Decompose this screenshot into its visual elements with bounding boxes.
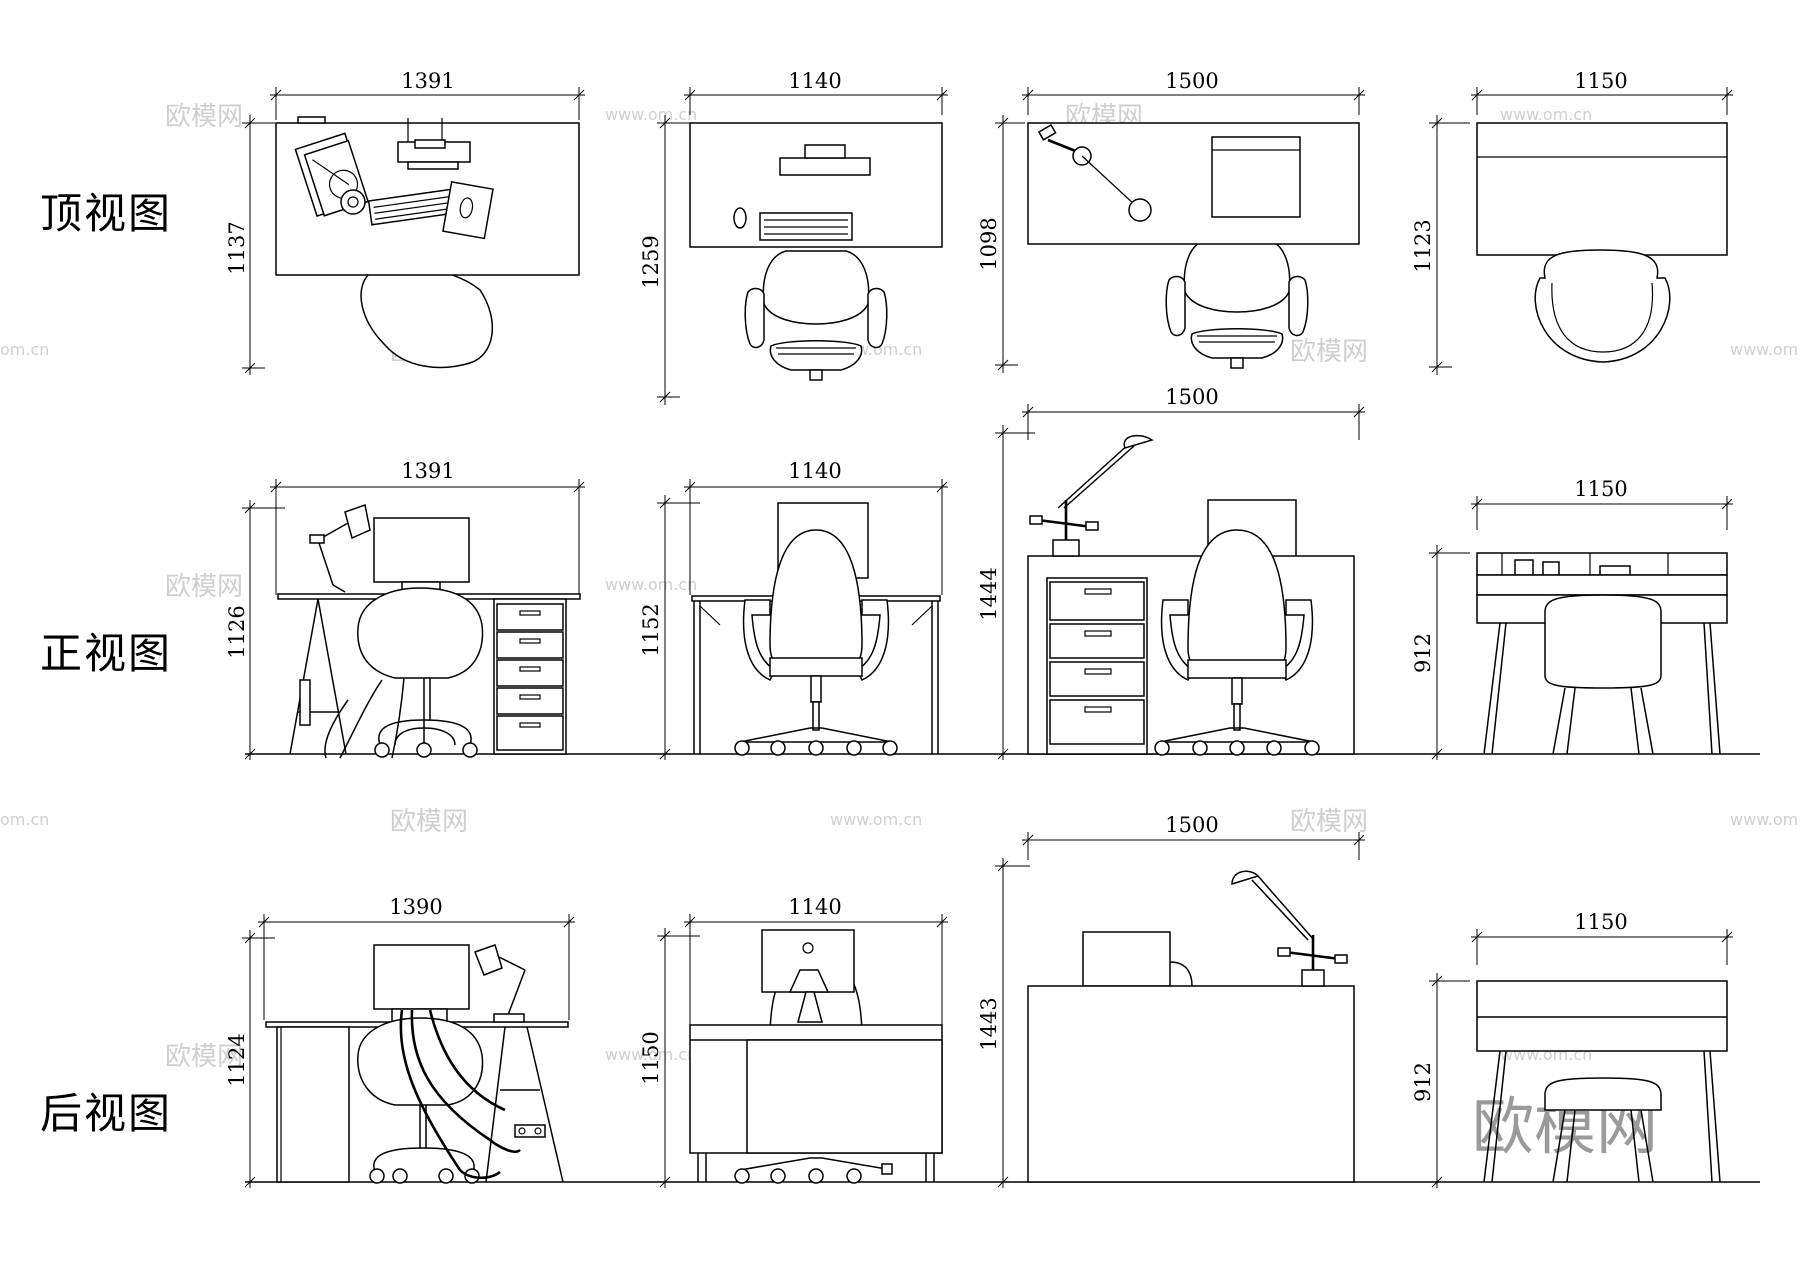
watermark-url: www.om.cn	[605, 105, 697, 124]
desk-1-top	[275, 116, 580, 369]
dim-r2-d3: 1500 1444	[977, 385, 1365, 760]
dim-height-2: 1150	[639, 1031, 663, 1084]
desk-3-front	[1027, 434, 1355, 756]
dim-width-3: 1500	[1165, 813, 1218, 837]
dim-width-1: 1391	[401, 459, 454, 483]
watermark-url-fragment: om.cn	[0, 810, 49, 829]
watermark-brand: 欧模网	[165, 572, 243, 602]
watermark-brand: 欧模网	[165, 1042, 243, 1072]
dim-r3-d2: 1140 1150	[639, 895, 948, 1188]
dim-width-2: 1140	[788, 69, 841, 93]
dim-width-1: 1390	[389, 895, 442, 919]
dim-height-1: 1137	[225, 221, 249, 274]
watermark-url: www.om.cn	[605, 1045, 697, 1064]
dim-width-2: 1140	[788, 895, 841, 919]
dim-width-2: 1140	[788, 459, 841, 483]
desk-4-top	[1476, 122, 1728, 363]
dim-r1-d2: 1140 1259	[639, 69, 948, 405]
view-label-front: 正视图	[40, 629, 172, 678]
desk-2-front	[691, 502, 941, 756]
desk-2-top	[689, 122, 943, 381]
watermark-brand: 欧模网	[390, 807, 468, 837]
dim-r1-d1: 1391 1137	[225, 69, 585, 375]
dim-width-4: 1150	[1574, 477, 1627, 501]
watermark-brand: 欧模网	[1290, 807, 1368, 837]
desk-2-back	[689, 929, 943, 1184]
dim-height-4: 912	[1411, 1062, 1435, 1102]
dim-r3-d1: 1390 1124	[225, 895, 575, 1188]
dim-width-4: 1150	[1574, 910, 1627, 934]
dim-width-1: 1391	[401, 69, 454, 93]
watermark-url: www.om.cn	[1500, 105, 1592, 124]
view-label-back: 后视图	[40, 1089, 172, 1138]
dim-height-2: 1152	[639, 603, 663, 656]
desk-4-back	[1476, 980, 1728, 1183]
desk-1-front	[277, 504, 581, 759]
watermark-url: www.om.cn	[830, 810, 922, 829]
watermark-url: www.om.cn	[1730, 810, 1800, 829]
desk-4-front	[1476, 552, 1728, 755]
dim-height-3: 1444	[977, 567, 1001, 620]
view-label-top: 顶视图	[40, 189, 172, 238]
dim-r1-d3: 1500 1098	[977, 69, 1365, 373]
dim-width-3: 1500	[1165, 69, 1218, 93]
dim-r1-d4: 1150 1123	[1411, 69, 1733, 375]
desk-3-top	[1027, 122, 1360, 369]
dim-r2-d4: 1150 912	[1411, 477, 1733, 760]
dim-r3-d3: 1500 1443	[977, 813, 1365, 1188]
watermark-brand: 欧模网	[165, 102, 243, 132]
dim-r2-d2: 1140 1152	[639, 459, 948, 760]
desk-3-back	[1027, 870, 1355, 1183]
row-front-view: 1391 1126	[225, 385, 1733, 760]
watermark-url: www.om.cn	[1730, 340, 1800, 359]
watermark-url: www.om.cn	[605, 575, 697, 594]
dim-height-2: 1259	[639, 235, 663, 288]
dim-height-3: 1098	[977, 217, 1001, 270]
dim-width-3: 1500	[1165, 385, 1218, 409]
row-top-view: 1391 1137	[225, 69, 1733, 405]
desk-1-back	[265, 944, 569, 1184]
dim-height-4: 1123	[1411, 219, 1435, 272]
dim-r2-d1: 1391 1126	[225, 459, 585, 760]
watermark-url-fragment: om.cn	[0, 340, 49, 359]
row-back-view: 1390 1124	[225, 813, 1733, 1188]
dim-height-3: 1443	[977, 997, 1001, 1050]
watermark-brand: 欧模网	[1290, 337, 1368, 367]
dim-height-4: 912	[1411, 633, 1435, 673]
dim-r3-d4: 1150 912	[1411, 910, 1733, 1188]
dim-height-1: 1124	[225, 1033, 249, 1086]
dim-height-1: 1126	[225, 605, 249, 658]
dim-width-4: 1150	[1574, 69, 1627, 93]
